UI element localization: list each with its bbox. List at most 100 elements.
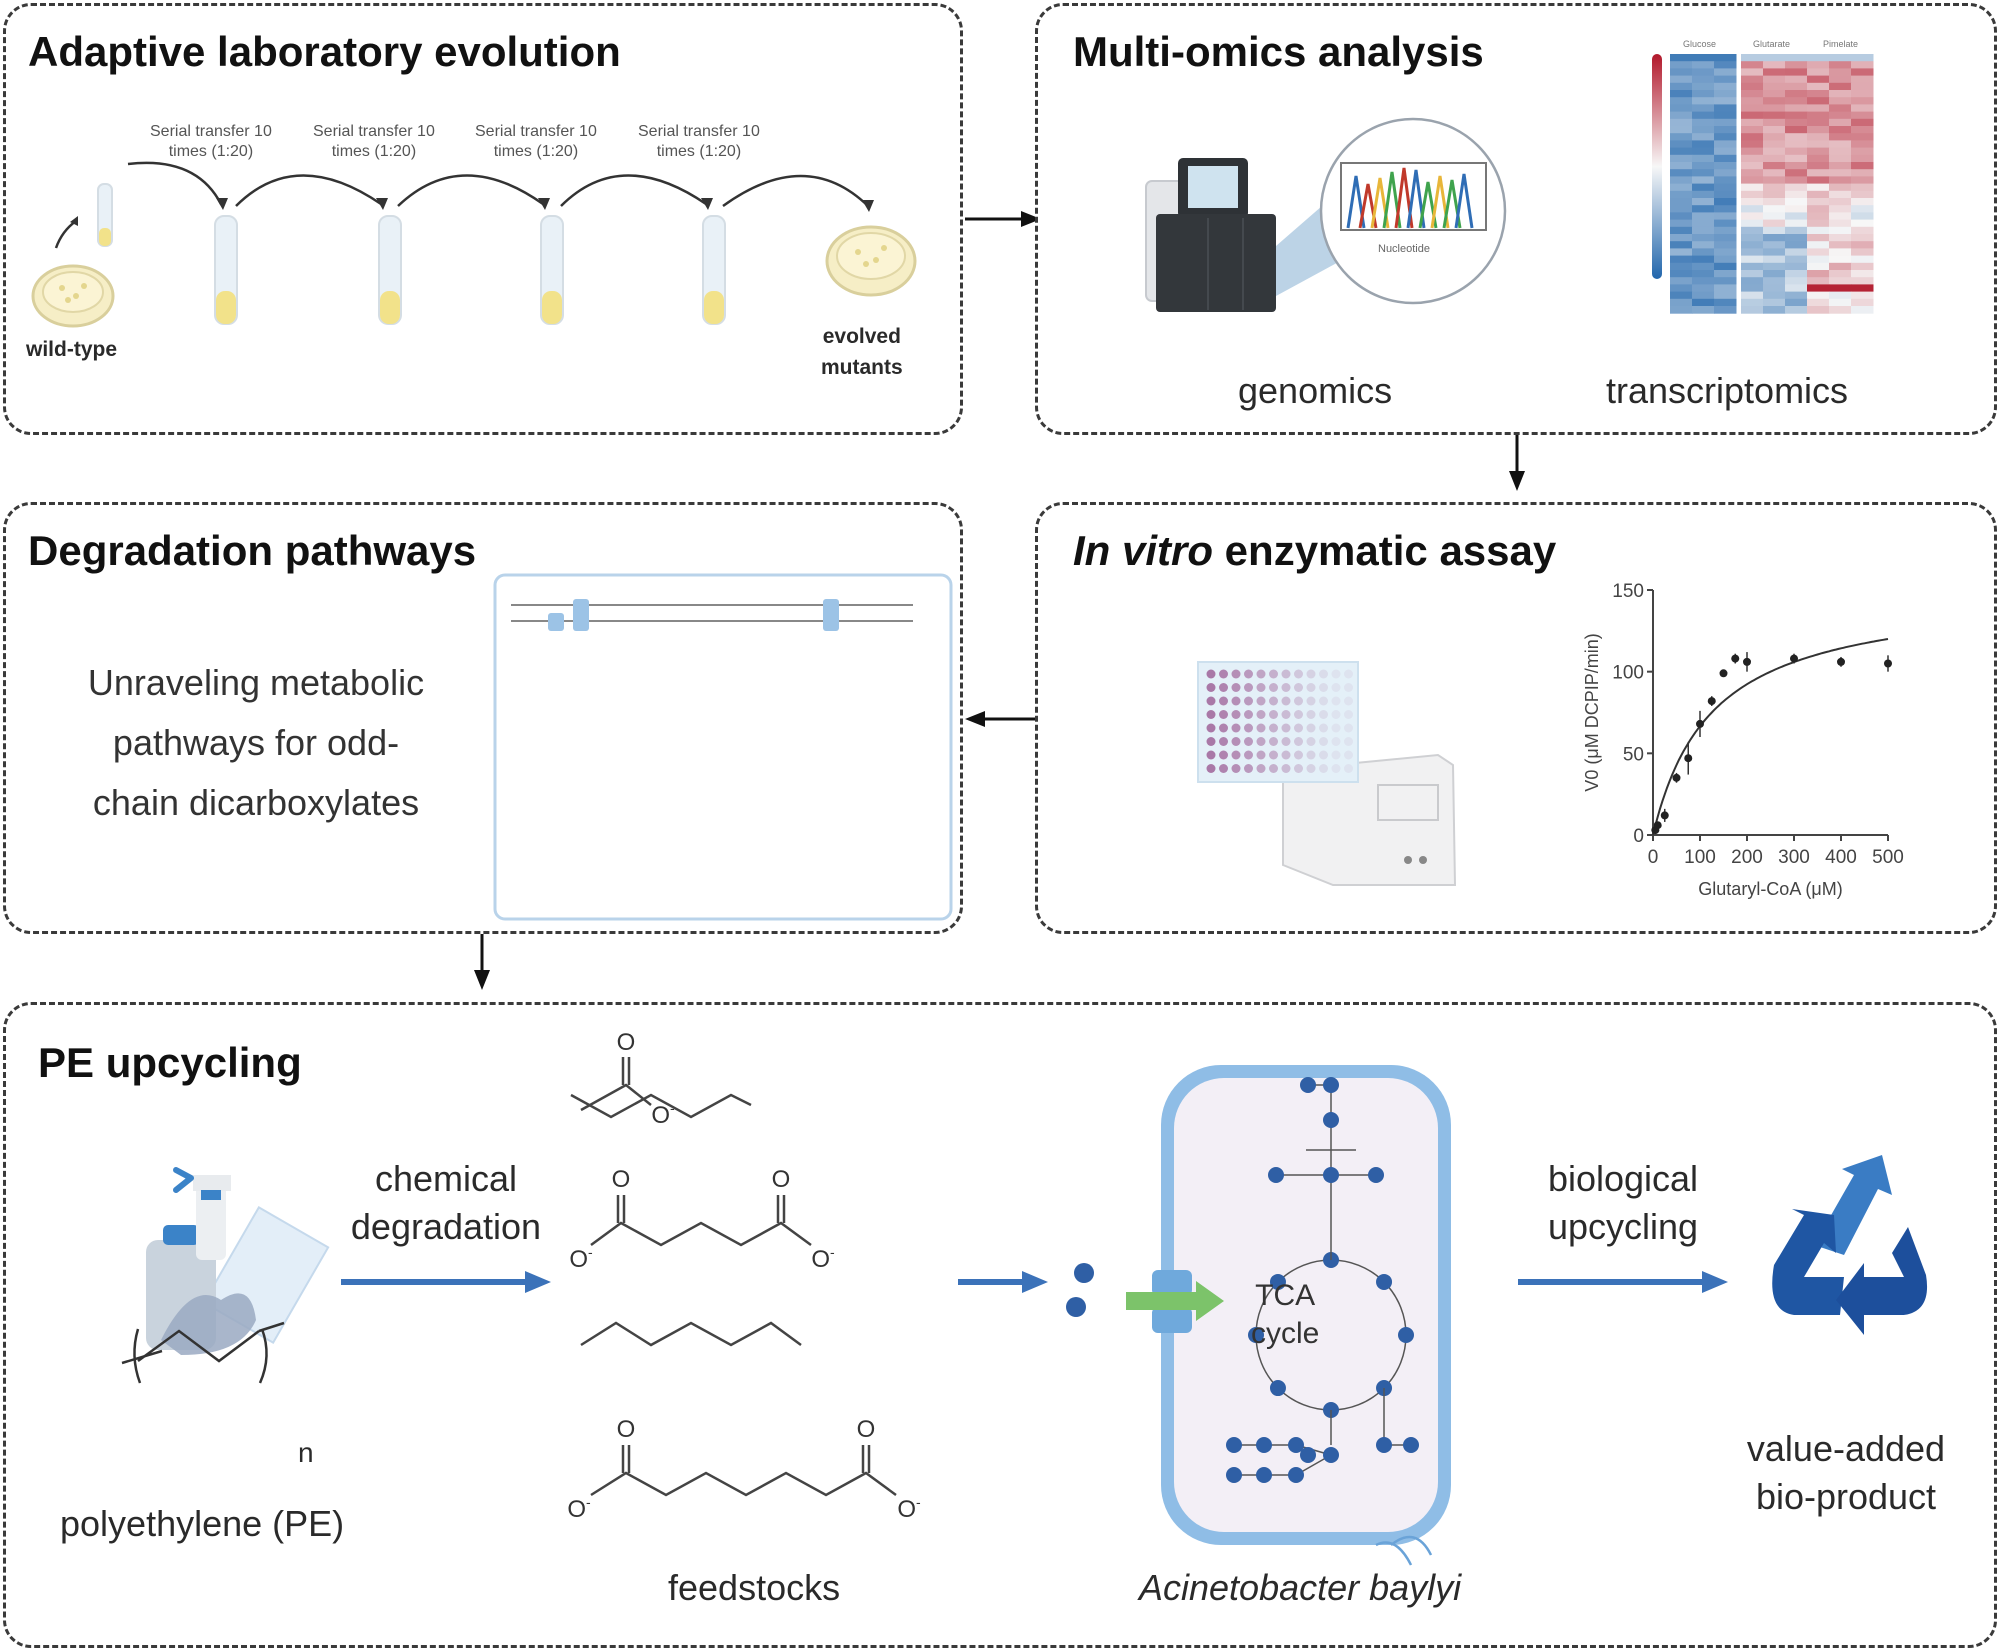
heatmap-cell [1763, 61, 1786, 69]
metabolite-node [1226, 1437, 1242, 1453]
heatmap-cell [1851, 248, 1874, 257]
microplate-well [1269, 764, 1278, 773]
heatmap-cell [1741, 176, 1764, 185]
heatmap-cell [1785, 248, 1808, 257]
small-culture-tube-icon [97, 183, 113, 247]
heatmap-cell [1807, 241, 1830, 249]
heatmap-cell [1692, 284, 1715, 293]
heatmap-cell [1829, 306, 1852, 314]
heatmap-cell [1763, 162, 1786, 170]
heatmap-cell [1851, 190, 1874, 199]
heatmap-cell [1785, 277, 1808, 285]
heatmap-cell [1692, 241, 1715, 249]
heatmap-cell [1851, 234, 1874, 242]
tca-intermediate [1269, 1380, 1286, 1397]
heatmap-cell [1692, 54, 1715, 62]
oxygen-atom: O [612, 1166, 631, 1193]
heatmap-cell [1741, 75, 1764, 84]
heatmap-cell [1692, 270, 1715, 278]
heatmap-cell [1714, 183, 1737, 192]
heatmap-cell [1670, 212, 1693, 221]
heatmap-cell [1785, 133, 1808, 141]
heatmap-cell [1714, 147, 1737, 156]
microplate-well [1269, 750, 1278, 760]
heatmap-cell [1763, 68, 1786, 77]
microplate-well [1206, 696, 1216, 706]
heatmap-cell [1763, 226, 1786, 235]
heatmap-cell [1692, 277, 1715, 285]
chromatogram-magnifier-icon [1319, 117, 1507, 305]
heatmap-cell [1763, 241, 1786, 249]
heatmap-cell [1851, 270, 1874, 278]
tca-intermediate [1269, 1273, 1286, 1290]
heatmap-cell [1785, 176, 1808, 185]
heatmap-cell [1785, 54, 1808, 62]
heatmap-cell [1741, 54, 1764, 62]
heatmap-cell [1807, 248, 1830, 257]
acinetobacter-cell [1066, 1065, 1451, 1566]
heatmap-cell [1763, 234, 1786, 242]
microplate-well [1294, 696, 1303, 706]
heatmap-cell [1670, 277, 1693, 285]
chromatogram-axis-label: Nucleotide [1378, 243, 1430, 255]
microplate-well [1306, 723, 1316, 733]
heatmap-cell [1829, 284, 1852, 293]
heatmap-cell [1807, 133, 1830, 141]
heatmap-cell [1741, 234, 1764, 242]
microplate-well [1244, 669, 1253, 679]
fit-curve [1652, 638, 1889, 836]
heatmap-cell [1785, 198, 1808, 206]
heatmap-cell [1807, 198, 1830, 206]
metabolite-node [1323, 1112, 1339, 1128]
metabolite-node [1256, 1437, 1272, 1453]
heatmap-cell [1829, 133, 1852, 141]
genomics-illustration [1145, 117, 1507, 312]
microplate-well [1256, 710, 1266, 719]
heatmap-cell [1670, 133, 1693, 141]
heatmap-cell [1670, 176, 1693, 185]
heatmap-cell [1763, 298, 1786, 307]
heatmap-cell [1714, 54, 1737, 62]
heatmap-cell [1785, 154, 1808, 163]
heatmap-cell [1741, 277, 1764, 285]
heatmap-cell [1741, 198, 1764, 206]
heatmap-cell [1807, 183, 1830, 192]
heatmap-cell [1714, 277, 1737, 285]
organism-label: Acinetobacter baylyi [1139, 1567, 1462, 1608]
heatmap-cell [1851, 226, 1874, 235]
culture-tube-icon [214, 215, 238, 325]
heatmap-cell [1851, 169, 1874, 177]
heatmap-cell [1763, 198, 1786, 206]
heatmap-cell [1807, 126, 1830, 134]
heatmap-cell [1785, 234, 1808, 242]
plastic-waste-icon [146, 1167, 330, 1355]
heatmap-cell [1741, 298, 1764, 307]
heatmap-cell [1714, 118, 1737, 127]
microplate-well [1331, 764, 1341, 773]
heatmap-cell [1807, 270, 1830, 278]
oxygen-atom: O- [569, 1244, 593, 1273]
metabolite-node [1300, 1447, 1316, 1463]
heatmap-cell [1670, 234, 1693, 242]
heatmap-cell [1714, 126, 1737, 134]
heatmap-cell [1670, 68, 1693, 77]
oxygen-atom: O- [897, 1494, 921, 1523]
panel-title: Degradation pathways [28, 527, 477, 574]
heatmap-cell [1851, 118, 1874, 127]
heatmap-cell [1741, 118, 1764, 127]
heatmap-cell [1670, 183, 1693, 192]
microplate-well [1256, 696, 1266, 706]
heatmap-cell [1807, 219, 1830, 228]
heatmap-cell [1785, 118, 1808, 127]
heatmap-cell [1714, 298, 1737, 307]
heatmap-cell [1692, 111, 1715, 120]
heatmap-cell [1714, 111, 1737, 120]
metabolite-node [1256, 1467, 1272, 1483]
heatmap-cell [1692, 226, 1715, 235]
heatmap-cell [1851, 262, 1874, 271]
microplate-well [1269, 683, 1278, 692]
microplate-well [1219, 750, 1228, 760]
microplate-well [1219, 710, 1228, 719]
heatmap-cell [1670, 219, 1693, 228]
panel-title: Multi-omics analysis [1073, 28, 1484, 75]
